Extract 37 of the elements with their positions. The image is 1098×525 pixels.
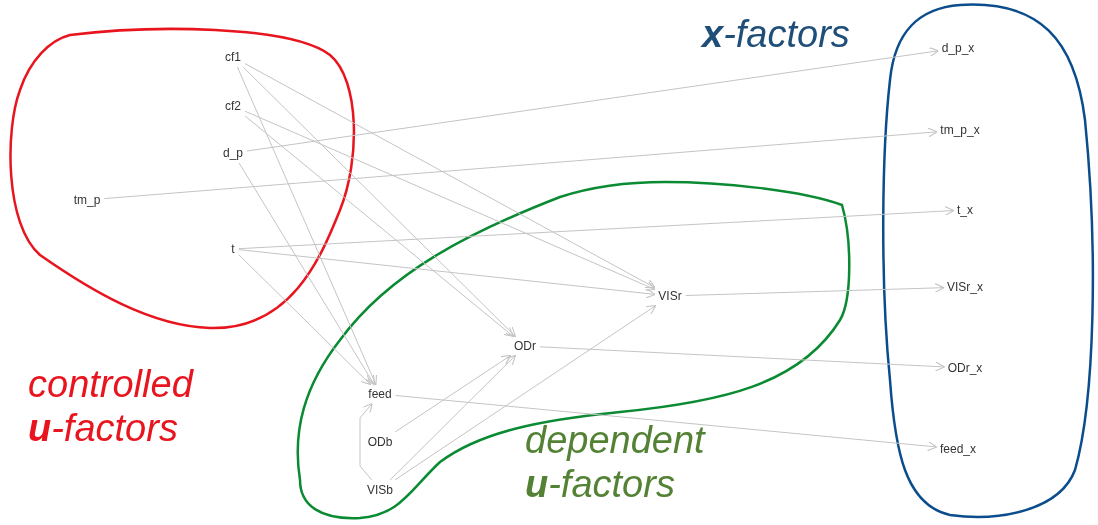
node-label: d_p_x: [939, 40, 977, 56]
arrow: [394, 354, 512, 433]
arrow: [244, 110, 656, 291]
node-label: cf2: [223, 98, 243, 114]
node-label: VISr_x: [945, 279, 985, 295]
arrow: [238, 162, 375, 386]
group-title: dependent u-factors: [525, 418, 707, 506]
node-label: feed_x: [938, 441, 978, 457]
node-label: ODb: [365, 434, 395, 450]
node-label: VISr: [656, 288, 684, 304]
group-title: x-factors: [702, 12, 851, 56]
arrow: [242, 66, 517, 338]
node-label: cf1: [223, 49, 243, 65]
node-label: tm_p: [71, 192, 103, 208]
arrow: [246, 47, 940, 152]
arrow: [238, 249, 656, 299]
arrow: [685, 282, 945, 296]
node-label: t_x: [955, 202, 975, 218]
arrow: [238, 254, 372, 386]
node-label: feed: [366, 386, 394, 402]
arrow: [395, 395, 938, 452]
node-label: VISb: [365, 482, 395, 498]
node-label: t: [229, 241, 237, 257]
node-label: ODr_x: [945, 360, 985, 376]
node-label: tm_p_x: [938, 122, 982, 138]
arrow: [244, 63, 656, 289]
arrow: [236, 66, 378, 386]
arrow: [103, 127, 938, 200]
arrow: [359, 402, 373, 481]
node-label: d_p: [221, 145, 245, 161]
arrow: [389, 354, 517, 481]
arrow: [238, 206, 955, 250]
arrow: [244, 115, 515, 338]
group-title: controlled u-factors: [28, 362, 195, 450]
arrow: [394, 304, 657, 481]
node-label: ODr: [512, 338, 538, 354]
arrow: [539, 346, 946, 372]
